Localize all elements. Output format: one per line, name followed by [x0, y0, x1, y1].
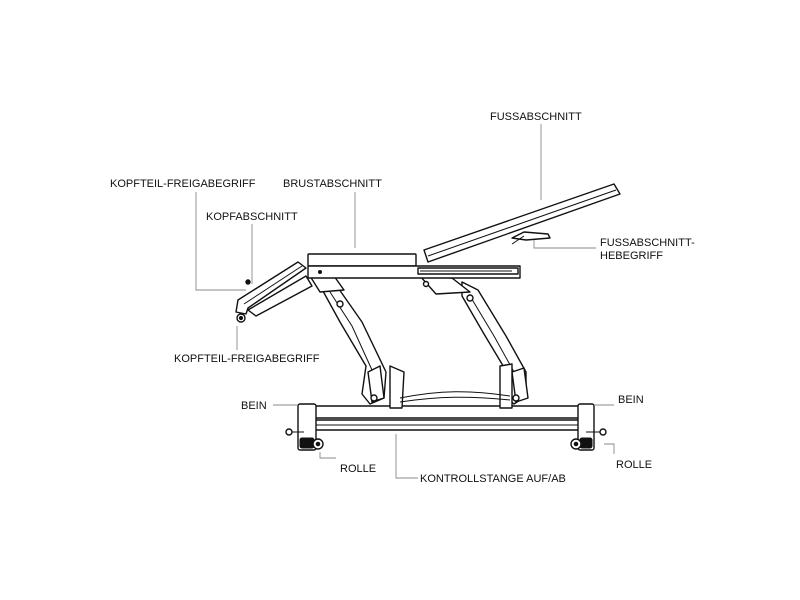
label-bein-right: BEIN [618, 394, 644, 406]
foot-lift-handle [511, 231, 551, 245]
label-fussabschnitt-hebegriff-2: HEBEGRIFF [600, 250, 663, 262]
label-bein-left: BEIN [241, 400, 267, 412]
label-kopfteil-freigabegriff-bottom: KOPFTEIL-FREIGABEGRIFF [174, 353, 320, 365]
top-brackets [309, 275, 471, 295]
chest-section [307, 253, 521, 279]
leader-lines [195, 124, 615, 479]
label-fussabschnitt-hebegriff-1: FUSSABSCHNITT- [600, 237, 695, 249]
control-rod-end-right [586, 428, 607, 436]
caster-right [570, 438, 582, 450]
label-rolle-left: ROLLE [340, 463, 376, 475]
label-kontrollstange: KONTROLLSTANGE AUF/AB [420, 473, 566, 485]
label-fussabschnitt: FUSSABSCHNITT [490, 111, 582, 123]
center-spring [399, 391, 511, 403]
base-frame [303, 405, 587, 431]
leg-left [297, 403, 317, 451]
caster-left [312, 438, 324, 450]
label-kopfteil-freigabegriff-top: KOPFTEIL-FREIGABEGRIFF [110, 178, 256, 190]
lift-arm-left [317, 281, 405, 409]
head-section [235, 261, 313, 317]
control-rod-end-left [285, 428, 304, 436]
label-brustabschnitt: BRUSTABSCHNITT [283, 178, 382, 190]
foot-section [423, 183, 621, 263]
label-rolle-right: ROLLE [616, 459, 652, 471]
label-kopfabschnitt: KOPFABSCHNITT [206, 211, 298, 223]
head-release-handle [236, 279, 251, 323]
labels: FUSSABSCHNITT KOPFTEIL-FREIGABEGRIFF BRU… [110, 111, 695, 485]
lift-arm-right [461, 281, 529, 409]
